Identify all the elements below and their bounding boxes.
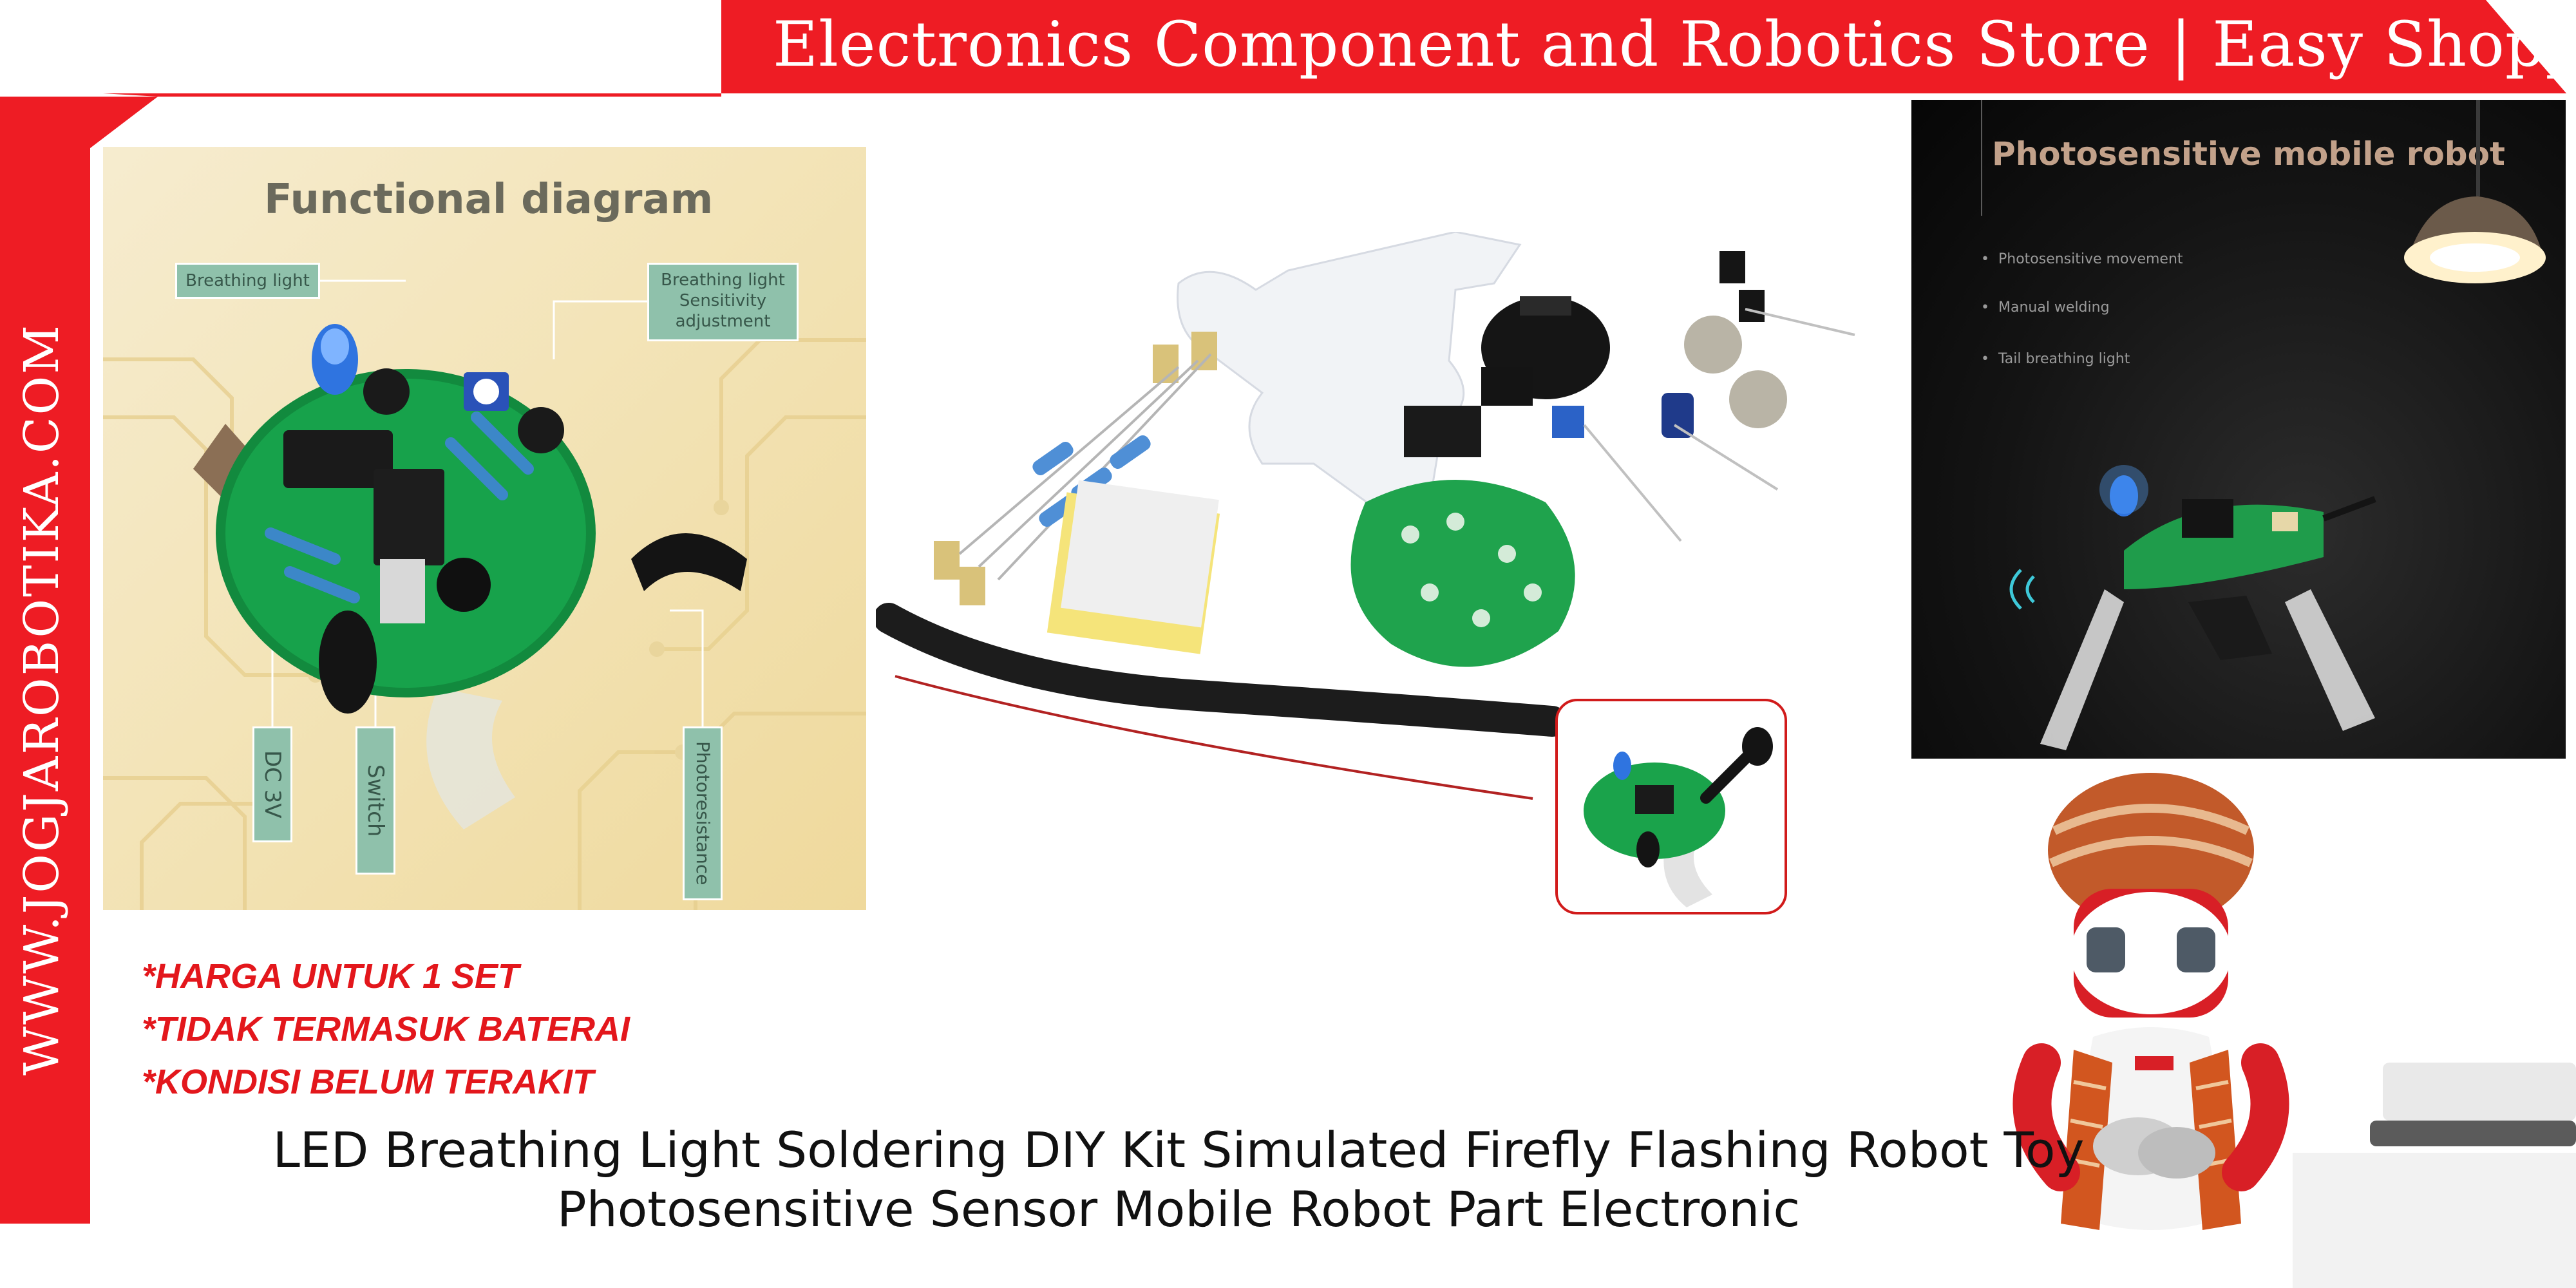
bullet-3: Tail breathing light (1981, 351, 2130, 367)
breathing-light-tag: Breathing light (175, 263, 320, 299)
heat-shrink-tube-icon (876, 603, 1567, 737)
top-banner: Electronics Component and Robotics Store… (0, 0, 2576, 97)
mascot-robot-icon (2012, 773, 2576, 1288)
note-battery: *TIDAK TERMASUK BATERAI (142, 1010, 630, 1048)
side-bar (0, 97, 158, 1288)
note-price: *HARGA UNTUK 1 SET (142, 957, 520, 996)
photo-title: Photosensitive mobile robot (1992, 135, 2505, 173)
store-title: Electronics Component and Robotics Store… (773, 8, 2576, 80)
mascot-panel (1880, 760, 2576, 1288)
note-condition: *KONDISI BELUM TERAKIT (142, 1063, 594, 1101)
kit-parts-illustration (876, 232, 1855, 800)
website-url: WWW.JOGJAROBOTIKA.COM (14, 323, 70, 1075)
pcb-board-icon (193, 279, 747, 829)
photo-panel: Photosensitive mobile robot Photosensiti… (1911, 100, 2566, 759)
kit-parts-panel (876, 232, 1887, 979)
switch-tag: Switch (355, 726, 395, 875)
notes: *HARGA UNTUK 1 SET *TIDAK TERMASUK BATER… (142, 950, 721, 1108)
resistor-icon (934, 332, 1217, 605)
sensitivity-tag-line-1: Breathing light (661, 270, 785, 290)
sensitivity-tag: Breathing light Sensitivity adjustment (647, 263, 799, 341)
banner-shape (103, 0, 2566, 97)
product-title-line-2: Photosensitive Sensor Mobile Robot Part … (556, 1180, 1801, 1238)
acrylic-base-icon (1177, 232, 1522, 516)
product-title-line-1: LED Breathing Light Soldering DIY Kit Si… (272, 1121, 2085, 1179)
product-title: LED Breathing Light Soldering DIY Kit Si… (245, 1121, 2112, 1239)
sensitivity-tag-line-2: Sensitivity (679, 291, 767, 310)
vibration-motor-icon (1684, 316, 1787, 428)
photosensitive-robot-icon (2009, 100, 2546, 750)
sensitivity-tag-line-3: adjustment (675, 312, 771, 331)
diagram-title: Functional diagram (264, 176, 714, 223)
assembled-robot-icon (1584, 727, 1773, 907)
ic-chip-icon (1404, 367, 1533, 457)
photoresistance-tag: Photoresistance (683, 726, 723, 900)
dc-tag: DC 3V (252, 726, 292, 842)
assembled-inset (1555, 699, 1787, 914)
bullet-1: Photosensitive movement (1981, 251, 2183, 267)
functional-diagram-panel: Functional diagram Breathing light Breat… (103, 147, 866, 910)
bullet-2: Manual welding (1981, 299, 2110, 316)
